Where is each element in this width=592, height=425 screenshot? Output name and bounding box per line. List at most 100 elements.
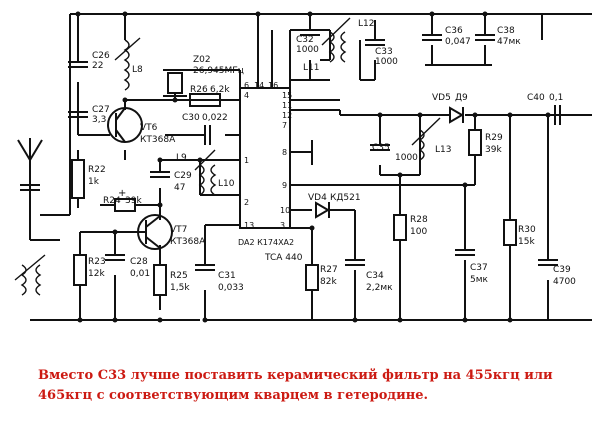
caption-line-1: Вместо С33 лучше поставить керамический … — [38, 368, 553, 383]
pin-10: 10 — [280, 206, 290, 215]
label-vt6-type: КТ368А — [140, 135, 176, 145]
pin-2: 2 — [244, 198, 249, 207]
pin-3: 3 — [280, 221, 285, 230]
resistors — [71, 93, 517, 296]
label-r29: R29 — [485, 133, 503, 143]
label-r25-value: 1,5k — [170, 283, 190, 293]
label-r29-value: 39k — [485, 145, 502, 155]
label-vd5-code: Д9 — [455, 93, 468, 103]
label-l10: L10 — [218, 179, 235, 189]
label-l9: L9 — [176, 153, 187, 163]
label-vd5: VD5 — [432, 93, 451, 103]
diode-vd5 — [449, 106, 464, 124]
pin-15: 15 — [282, 91, 292, 100]
caption-line-2: 465кгц с соответствующим кварцем в гетер… — [38, 388, 429, 403]
label-c37: C37 — [470, 263, 488, 273]
label-c39-value: 4700 — [553, 277, 576, 287]
label-r23: R23 — [88, 257, 106, 267]
label-vt7-type: КТ368А — [170, 237, 206, 247]
label-c38-value: 47мк — [497, 37, 521, 47]
pin-9: 9 — [282, 181, 287, 190]
label-r25: R25 — [170, 271, 188, 281]
label-l12: L12 — [358, 19, 374, 29]
label-r27: R27 — [320, 265, 338, 275]
label-r24-value: 39k — [125, 196, 142, 206]
label-c32-value: 1000 — [296, 45, 319, 55]
antenna-icon — [17, 138, 43, 161]
wires — [29, 13, 592, 321]
label-c29-value: 47 — [174, 183, 185, 193]
capacitors — [20, 29, 561, 271]
diode-vd4 — [315, 201, 330, 219]
label-l13: L13 — [435, 145, 451, 155]
inductors — [14, 17, 441, 296]
label-c27-value: 3,3 — [92, 115, 106, 125]
label-r30-value: 15k — [518, 237, 535, 247]
pin-6: 6 — [244, 81, 249, 90]
pin-13: 13 — [244, 221, 254, 230]
ic-name: TCA 440 — [264, 253, 303, 263]
label-c29: C29 — [174, 171, 192, 181]
label-c27: C27 — [92, 105, 110, 115]
label-c28: C28 — [130, 257, 148, 267]
label-r26: R26 — [190, 85, 208, 95]
label-c36: C36 — [445, 26, 463, 36]
pin-8: 8 — [282, 148, 287, 157]
label-c31-value: 0,033 — [218, 283, 244, 293]
label-r27-value: 82k — [320, 277, 337, 287]
label-c30: C30 — [182, 113, 200, 123]
pin-7: 7 — [282, 121, 287, 130]
label-l11: L11 — [303, 63, 319, 73]
label-z02-value: 26,945МГц — [193, 66, 244, 76]
transistor-vt7 — [137, 214, 173, 250]
label-c31: C31 — [218, 271, 236, 281]
label-vd4-type: КД521 — [330, 193, 361, 203]
label-vt6: VT6 — [140, 123, 158, 133]
label-c30-value: 0,022 — [202, 113, 228, 123]
label-r28-value: 100 — [410, 227, 427, 237]
label-r22: R22 — [88, 165, 106, 175]
label-c26-value: 22 — [92, 61, 103, 71]
ic-da2 — [239, 87, 291, 229]
pin-16: 16 — [268, 81, 278, 90]
label-c32: C32 — [296, 35, 314, 45]
label-c33: C33 — [375, 47, 393, 57]
polarity-plus: + — [118, 188, 126, 199]
ic-labels: DA2 К174ХА2 TCA 440 4 6 14 16 15 11 12 7… — [118, 81, 303, 263]
label-c36-value: 0,047 — [445, 37, 471, 47]
ic-part-number: DA2 К174ХА2 — [238, 238, 294, 247]
label-z02: Z02 — [193, 55, 211, 65]
crystal-z02 — [163, 69, 187, 97]
label-c40-value: 0,1 — [549, 93, 563, 103]
label-c40: C40 — [527, 93, 545, 103]
junctions — [75, 11, 551, 323]
label-l8: L8 — [132, 65, 143, 75]
label-vt7: VT7 — [170, 225, 187, 235]
label-c38: C38 — [497, 26, 515, 36]
label-r24: R24 — [103, 196, 121, 206]
pin-11: 11 — [282, 101, 292, 110]
transistor-vt6 — [107, 107, 143, 143]
pin-1: 1 — [244, 156, 249, 165]
label-c33-value: 1000 — [375, 57, 398, 67]
label-r28: R28 — [410, 215, 428, 225]
label-c28-value: 0,01 — [130, 269, 150, 279]
label-c26: C26 — [92, 51, 110, 61]
circuit-schematic: C26 22 C27 3,3 L8 VT6 КТ368А R22 1k Z02 … — [14, 11, 592, 323]
component-labels: C26 22 C27 3,3 L8 VT6 КТ368А R22 1k Z02 … — [88, 19, 576, 293]
pin-14: 14 — [254, 81, 264, 90]
label-r23-value: 12k — [88, 269, 105, 279]
label-c37-value: 5мк — [470, 275, 489, 285]
label-r22-value: 1k — [88, 177, 100, 187]
label-c34-value: 2,2мк — [366, 283, 393, 293]
pin-12: 12 — [282, 111, 292, 120]
label-c35: C35 — [372, 143, 390, 153]
label-c34: C34 — [366, 271, 384, 281]
label-c39: C39 — [553, 265, 571, 275]
pin-4: 4 — [244, 91, 249, 100]
label-c35-value: 1000 — [395, 153, 418, 163]
label-r30: R30 — [518, 225, 536, 235]
label-r26-value: 6,2k — [210, 85, 230, 95]
caption: Вместо С33 лучше поставить керамический … — [38, 366, 578, 406]
label-vd4: VD4 — [308, 193, 327, 203]
